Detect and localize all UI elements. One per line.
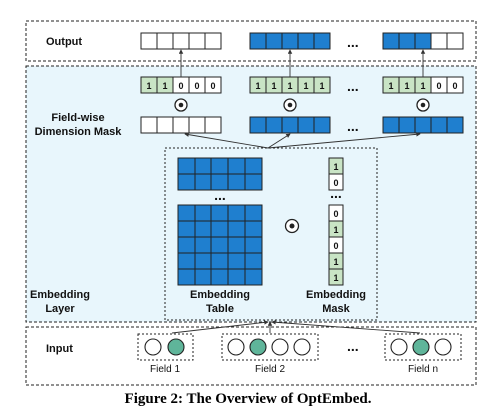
lookup-panel	[164, 147, 378, 321]
svg-text:1: 1	[333, 225, 338, 235]
svg-text:1: 1	[333, 273, 338, 283]
svg-text:0: 0	[333, 209, 338, 219]
svg-text:1: 1	[333, 257, 338, 267]
svg-text:0: 0	[333, 178, 338, 188]
svg-text:0: 0	[333, 241, 338, 251]
mask-bits-ellipsis: ...	[347, 78, 359, 94]
embedding-table-bottom	[177, 204, 263, 286]
arrows-to-output	[178, 49, 426, 77]
svg-text:1: 1	[255, 81, 260, 91]
embedding-table-ellipsis: ...	[214, 187, 226, 203]
embedding-layer-label-line1: Embedding	[30, 289, 90, 301]
output-embedding-n	[382, 32, 464, 50]
svg-text:1: 1	[303, 81, 308, 91]
svg-text:1: 1	[271, 81, 276, 91]
mask-label-line2: Dimension Mask	[35, 126, 123, 138]
output-ellipsis: ...	[347, 34, 359, 50]
field-n-label: Field n	[408, 364, 438, 375]
field-embedding-n	[382, 116, 464, 134]
svg-text:1: 1	[333, 162, 338, 172]
svg-text:1: 1	[287, 81, 292, 91]
embedding-table-top	[177, 157, 263, 191]
figure-caption: Figure 2: The Overview of OptEmbed.	[124, 391, 372, 407]
svg-text:0: 0	[178, 81, 183, 91]
embedding-mask-top: 1 0	[328, 157, 344, 191]
arrows-to-field-embeddings	[184, 132, 421, 149]
svg-text:0: 0	[436, 81, 441, 91]
field-embedding-2	[249, 116, 331, 134]
input-field-2	[221, 333, 319, 361]
field-embedding-1	[140, 116, 222, 134]
svg-text:1: 1	[404, 81, 409, 91]
hadamard-operator-embedding	[284, 218, 300, 234]
embedding-table-label-line2: Table	[206, 303, 234, 315]
svg-text:1: 1	[319, 81, 324, 91]
input-label: Input	[46, 343, 73, 355]
mask-bits-group-n: 1 1 1 0 0	[382, 76, 464, 94]
output-label: Output	[46, 36, 82, 48]
hadamard-operator-1	[174, 98, 188, 112]
output-embedding-2	[249, 32, 331, 50]
svg-text:1: 1	[420, 81, 425, 91]
svg-text:0: 0	[452, 81, 457, 91]
embedding-mask-ellipsis: ...	[330, 185, 342, 201]
svg-text:0: 0	[194, 81, 199, 91]
input-field-1	[137, 333, 194, 361]
svg-text:1: 1	[388, 81, 393, 91]
embedding-table-label-line1: Embedding	[190, 289, 250, 301]
mask-label-line1: Field-wise	[51, 112, 104, 124]
field-embedding-ellipsis: ...	[347, 118, 359, 134]
input-field-n	[384, 333, 462, 361]
svg-text:1: 1	[162, 81, 167, 91]
embedding-mask-label-line2: Mask	[322, 303, 350, 315]
svg-text:1: 1	[146, 81, 151, 91]
embedding-layer-label-line2: Layer	[45, 303, 75, 315]
embedding-mask-label-line1: Embedding	[306, 289, 366, 301]
field-2-label: Field 2	[255, 364, 285, 375]
hadamard-operator-2	[283, 98, 297, 112]
output-panel	[25, 20, 477, 62]
input-panel	[25, 326, 477, 386]
field-1-label: Field 1	[150, 364, 180, 375]
input-ellipsis: ...	[347, 338, 359, 354]
hadamard-operator-n	[416, 98, 430, 112]
mask-bits-group-2: 1 1 1 1 1	[249, 76, 331, 94]
embedding-mask-bottom: 0 1 0 1 1	[328, 204, 344, 286]
mask-bits-group-1: 1 1 0 0 0	[140, 76, 222, 94]
output-embedding-1	[140, 32, 222, 50]
svg-text:0: 0	[210, 81, 215, 91]
arrows-to-lookup	[171, 320, 421, 334]
